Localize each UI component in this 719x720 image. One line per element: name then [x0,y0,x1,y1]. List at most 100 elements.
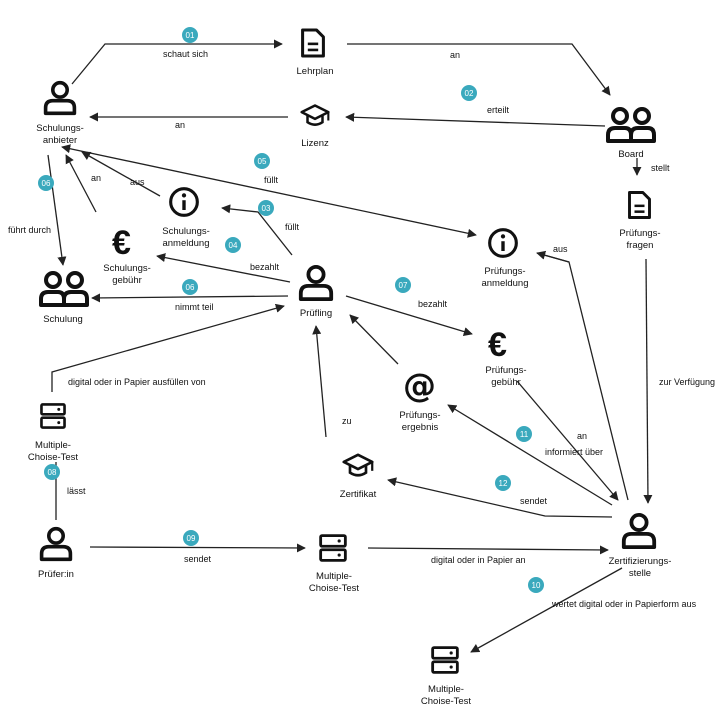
node-multiple-choice-test-2: Multiple- Choise-Test [309,534,360,594]
node-multiple-choice-test-1: Multiple- Choise-Test [28,403,79,463]
document-icon [628,191,651,219]
node-pruefungsanmeldung: Prüfungs- anmeldung [481,227,529,289]
edge-aus-schulungsanmeldung [81,151,161,197]
node-label: Zertifikat [340,489,377,500]
edge-fuehrt-durch [47,154,67,266]
label-digital-an: digital oder in Papier an [431,555,526,565]
node-schulungsanbieter: Schulungs- anbieter [36,80,84,146]
euro-icon: € [112,224,131,262]
svg-text:07: 07 [399,281,408,290]
node-pruefer: Prüfer:in [38,526,74,580]
document-icon [301,28,325,58]
label-stellt: stellt [651,163,670,173]
node-lizenz: Lizenz [300,104,330,149]
node-zertifizierungsstelle: Zertifizierungs- stelle [609,512,671,579]
label-laesst: lässt [67,486,86,496]
badge-04: 04 [225,237,241,253]
person-icon [43,80,77,116]
edge-nimmt-teil [91,293,289,303]
info-icon [168,186,200,218]
node-pruefungsergebnis: @ Prüfungs- ergebnis [399,366,440,433]
label-schaut-sich: schaut sich [163,49,208,59]
node-label: anmeldung [162,238,209,249]
badge-09: 09 [183,530,199,546]
node-label: Schulungs- [103,263,151,274]
node-label: Choise-Test [421,696,472,707]
edge-fuellt-03 [221,204,293,256]
label-sendet-09: sendet [184,554,212,564]
person-icon [39,526,73,562]
svg-text:04: 04 [229,241,238,250]
node-label: Prüfling [300,308,332,319]
svg-text:02: 02 [465,89,474,98]
svg-text:03: 03 [262,204,271,213]
node-pruefungsgebuehr: € Prüfungs- gebühr [485,326,526,388]
node-label: stelle [629,568,651,579]
node-pruefling: Prüfling [298,264,334,319]
label-informiert-ueber: informiert über [545,447,603,457]
node-label: Lehrplan [297,66,334,77]
node-label: Schulungs- [36,123,84,134]
edge-labels: schaut sich an erteilt an stellt füllt a… [8,49,715,609]
label-bezahlt-07: bezahlt [418,299,448,309]
node-label: anmeldung [481,278,528,289]
label-an-informiert: an [577,431,587,441]
badge-07: 07 [395,277,411,293]
badge-10: 10 [528,577,544,593]
server-icon [431,646,459,674]
edges [47,39,653,653]
node-label: Lizenz [301,138,329,149]
node-label: Multiple- [316,571,352,582]
edge-bezahlt-04 [156,253,291,283]
graduation-cap-icon [342,453,374,477]
node-label: Prüfungs- [399,410,440,421]
badge-11: 11 [516,426,532,442]
edge-erteilt [345,112,606,127]
edge-digital-an [367,545,609,555]
node-multiple-choice-test-3: Multiple- Choise-Test [421,646,472,707]
group-icon [606,107,656,143]
svg-text:09: 09 [187,534,196,543]
svg-text:12: 12 [499,479,508,488]
edge-gebuehr-stelle [516,380,619,501]
node-label: Schulung [43,314,83,325]
label-erteilt: erteilt [487,105,510,115]
label-zu: zu [342,416,352,426]
edge-zu [312,325,327,438]
badge-06-nimmt-teil: 06 [182,279,198,295]
euro-icon: € [488,326,507,364]
node-label: Choise-Test [28,452,79,463]
node-schulungsgebuehr: € Schulungs- gebühr [103,224,151,286]
node-label: ergebnis [402,422,439,433]
node-label: Prüfungs- [484,266,525,277]
badge-03: 03 [258,200,274,216]
label-fuehrt-durch: führt durch [8,225,51,235]
node-schulungsanmeldung: Schulungs- anmeldung [162,186,210,249]
node-label: Multiple- [428,684,464,695]
svg-text:01: 01 [186,31,195,40]
edge-schaut-sich [71,39,283,85]
node-zertifikat: Zertifikat [340,453,377,500]
node-label: Prüfungs- [619,228,660,239]
info-icon [487,227,519,259]
node-label: Prüfungs- [485,365,526,376]
at-icon: @ [403,366,436,405]
node-label: Choise-Test [309,583,360,594]
badge-06-fuehrt-durch: 06 [38,175,54,191]
edge-lehrplan-an-board [347,43,611,96]
node-label: Schulungs- [162,226,210,237]
label-aus-pruefungsanmeldung: aus [553,244,568,254]
edge-bezahlt-07 [345,295,473,336]
graduation-cap-icon [300,104,330,126]
badge-12: 12 [495,475,511,491]
node-label: Prüfer:in [38,569,74,580]
svg-text:06: 06 [42,179,51,188]
nodes: Schulungs- anbieter Lehrplan Lizenz Boar… [28,28,671,707]
badge-05: 05 [254,153,270,169]
badge-01: 01 [182,27,198,43]
edge-informiert-ueber [447,404,613,506]
badges: 01 02 03 04 05 06 06 07 08 09 10 11 12 [38,27,544,593]
node-pruefungsfragen: Prüfungs- fragen [619,191,661,251]
edge-wertet-aus [470,567,623,653]
